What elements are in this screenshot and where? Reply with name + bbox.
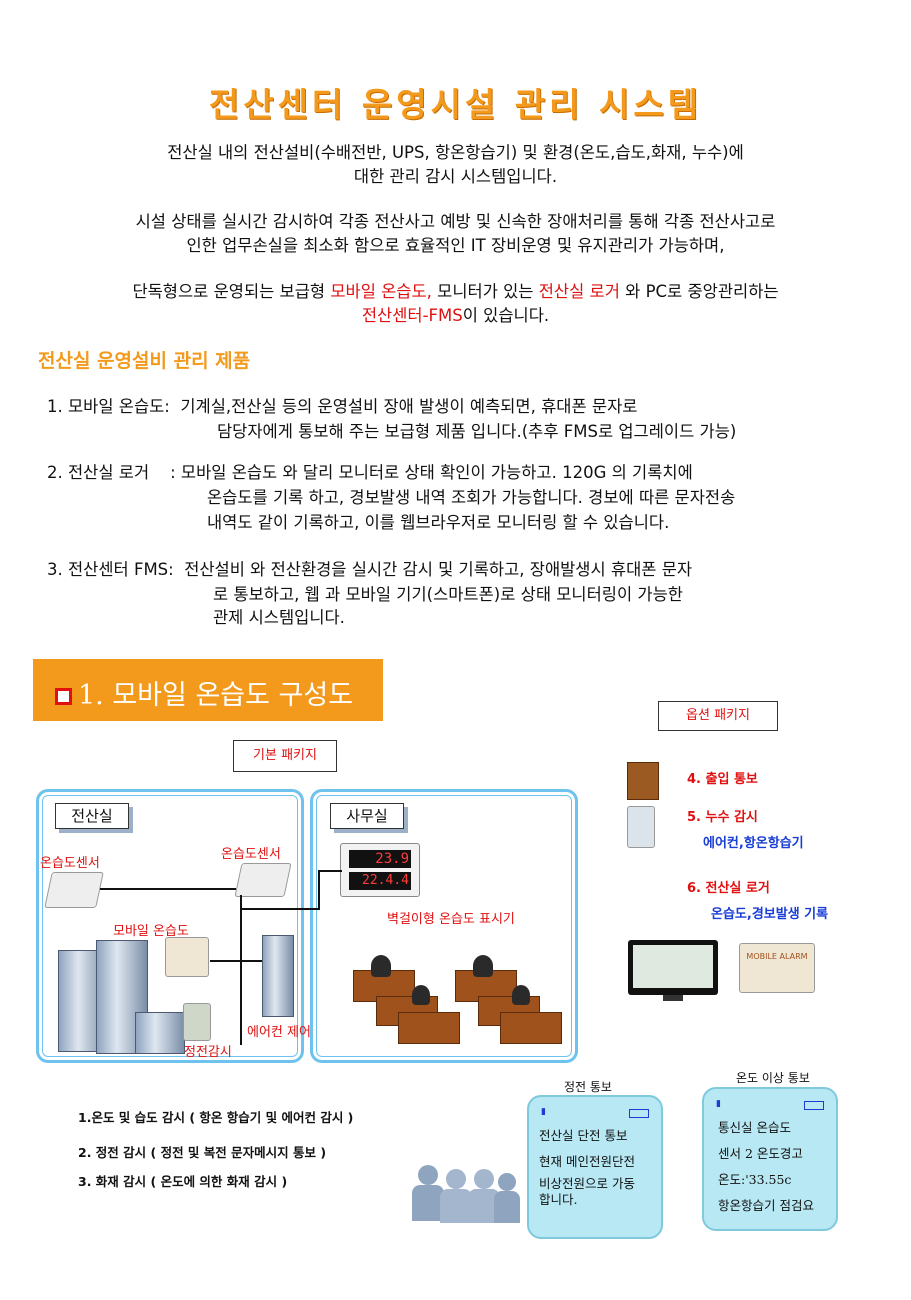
- battery-icon: [629, 1109, 649, 1118]
- option-6-label: 6. 전산실 로거: [687, 881, 770, 896]
- phone-2-line: 항온항습기 점검요: [718, 1198, 814, 1213]
- product-3-line-1: 3. 전산센터 FMS: 전산설비 와 전산환경을 실시간 감시 및 기록하고,…: [47, 560, 693, 579]
- phone-1-line: 전산실 단전 통보: [539, 1128, 628, 1143]
- door-access-icon: [627, 762, 659, 800]
- phone-1-line: 비상전원으로 가동: [539, 1176, 635, 1191]
- worker-icon: [371, 955, 391, 977]
- office-label: 사무실: [330, 803, 404, 829]
- intro-line-6-b: 이 있습니다.: [462, 306, 550, 325]
- aircon-unit-icon: [262, 935, 294, 1017]
- product-logger-highlight: 전산실 로거: [538, 282, 620, 301]
- device-brand-text: MOBILE ALARM: [746, 952, 808, 961]
- page-title: 전산센터 운영시설 관리 시스템: [208, 85, 703, 124]
- phone-2-line: 온도:'33.55c: [718, 1172, 792, 1187]
- bullet-square-icon: [55, 688, 72, 705]
- product-2-line-1: 2. 전산실 로거 : 모바일 온습도 와 달리 모니터로 상태 확인이 가능하…: [47, 463, 693, 482]
- display-readout-1: 23.9: [349, 850, 411, 868]
- section-title: 전산실 운영설비 관리 제품: [38, 350, 251, 372]
- connector-line: [240, 908, 320, 910]
- product-1-line-2: 담당자에게 통보해 주는 보급형 제품 입니다.(추후 FMS로 업그레이드 가…: [217, 422, 737, 441]
- basic-package-label: 기본 패키지: [233, 740, 337, 772]
- intro-line-4: 인한 업무손실을 최소화 함으로 효율적인 IT 장비운영 및 유지관리가 가능…: [186, 236, 725, 255]
- monitor-stand-icon: [663, 995, 683, 1001]
- option-6-sub: 온습도,경보발생 기록: [711, 907, 829, 922]
- signal-icon: ▮: [716, 1099, 721, 1109]
- feature-2: 2. 정전 감시 ( 정전 및 복전 문자메시지 통보 ): [78, 1145, 327, 1160]
- phone-1-screen: ▮ 전산실 단전 통보 현재 메인전원단전 비상전원으로 가동 합니다.: [527, 1095, 663, 1239]
- connector-line: [240, 895, 242, 1045]
- phone-2-line: 센서 2 온도경고: [718, 1146, 803, 1161]
- product-fms-highlight: 전산센터-FMS: [361, 306, 463, 325]
- option-4-label: 4. 출입 통보: [687, 772, 758, 787]
- product-2-line-3: 내역도 같이 기록하고, 이를 웹브라우저로 모니터링 할 수 있습니다.: [207, 513, 670, 532]
- intro-line-5-c: 모니터가 있는: [431, 282, 539, 301]
- users-group-icon: [408, 1165, 520, 1225]
- intro-line-1: 전산실 내의 전산설비(수배전반, UPS, 항온항습기) 및 환경(온도,습도…: [167, 143, 744, 162]
- ups-unit-icon: [135, 1012, 185, 1054]
- worker-icon: [512, 985, 530, 1005]
- phone-2-screen: ▮ 통신실 온습도 센서 2 온도경고 온도:'33.55c 항온항습기 점검요: [702, 1087, 838, 1231]
- power-monitor-icon: [183, 1003, 211, 1041]
- option-package-label: 옵션 패키지: [658, 701, 778, 731]
- connector-line: [318, 870, 342, 872]
- option-5-sub: 에어컨,항온항습기: [703, 836, 804, 851]
- intro-line-5: 단독형으로 운영되는 보급형 모바일 온습도, 모니터가 있는 전산실 로거 와…: [0, 280, 911, 304]
- sensor-link-line: [100, 888, 236, 890]
- option-5-label: 5. 누수 감시: [687, 810, 758, 825]
- phone-1-line: 현재 메인전원단전: [539, 1154, 635, 1169]
- product-2-line-2: 온습도를 기록 하고, 경보발생 내역 조회가 가능합니다. 경보에 따른 문자…: [207, 488, 736, 507]
- product-mobile-highlight: 모바일 온습도,: [330, 282, 432, 301]
- phone-1-caption: 정전 통보: [564, 1080, 612, 1094]
- phone-1-line: 합니다.: [539, 1192, 578, 1207]
- humidity-sensor-2-icon: [234, 863, 292, 897]
- intro-line-6: 전산센터-FMS이 있습니다.: [0, 304, 911, 328]
- intro-line-5-a: 단독형으로 운영되는 보급형: [132, 282, 331, 301]
- mobile-alarm-device-icon: [165, 937, 209, 977]
- server-room-zone: [36, 789, 304, 1063]
- worker-icon: [412, 985, 430, 1005]
- humidity-sensor-1-icon: [44, 872, 104, 908]
- sensor-2-label: 온습도센서: [221, 847, 281, 862]
- product-1-line-1: 1. 모바일 온습도: 기계실,전산실 등의 운영설비 장애 발생이 예측되면,…: [47, 397, 638, 416]
- desk-icon: [500, 1012, 562, 1044]
- aircon-label: 에어컨 제어: [247, 1025, 311, 1040]
- connector-line: [210, 960, 270, 962]
- feature-1: 1.온도 및 습도 감시 ( 항온 항습기 및 에어컨 감시 ): [78, 1110, 354, 1125]
- phone-2-line: 통신실 온습도: [718, 1120, 791, 1135]
- signal-icon: ▮: [541, 1107, 546, 1117]
- intro-line-3: 시설 상태를 실시간 감시하여 각종 전산사고 예방 및 신속한 장애처리를 통…: [135, 212, 776, 231]
- diagram-banner: 1. 모바일 온습도 구성도: [33, 659, 383, 721]
- desk-icon: [398, 1012, 460, 1044]
- office-zone: [310, 789, 578, 1063]
- power-monitor-label: 정전감시: [184, 1045, 232, 1060]
- sensor-1-label: 온습도센서: [40, 856, 100, 871]
- battery-icon: [804, 1101, 824, 1110]
- product-3-line-2: 로 통보하고, 웹 과 모바일 기기(스마트폰)로 상태 모니터링이 가능한: [213, 585, 683, 604]
- intro-line-2: 대한 관리 감시 시스템입니다.: [353, 167, 558, 186]
- phone-2-caption: 온도 이상 통보: [736, 1071, 810, 1085]
- logger-monitor-icon: [628, 940, 718, 995]
- wall-display-icon: 23.9 22.4.4: [340, 843, 420, 897]
- worker-icon: [473, 955, 493, 977]
- product-3-line-3: 관제 시스템입니다.: [213, 608, 345, 627]
- leak-detector-icon: [627, 806, 655, 848]
- wall-display-label: 벽걸이형 온습도 표시기: [387, 912, 515, 927]
- display-readout-2: 22.4.4: [349, 872, 411, 890]
- mobile-unit-label: 모바일 온습도: [113, 924, 189, 939]
- server-room-label: 전산실: [55, 803, 129, 829]
- mobile-alarm-unit-icon: MOBILE ALARM: [739, 943, 815, 993]
- intro-line-5-e: 와 PC로 중앙관리하는: [619, 282, 779, 301]
- feature-3: 3. 화재 감시 ( 온도에 의한 화재 감시 ): [78, 1174, 288, 1189]
- diagram-banner-text: 1. 모바일 온습도 구성도: [78, 680, 354, 711]
- connector-line: [318, 870, 320, 910]
